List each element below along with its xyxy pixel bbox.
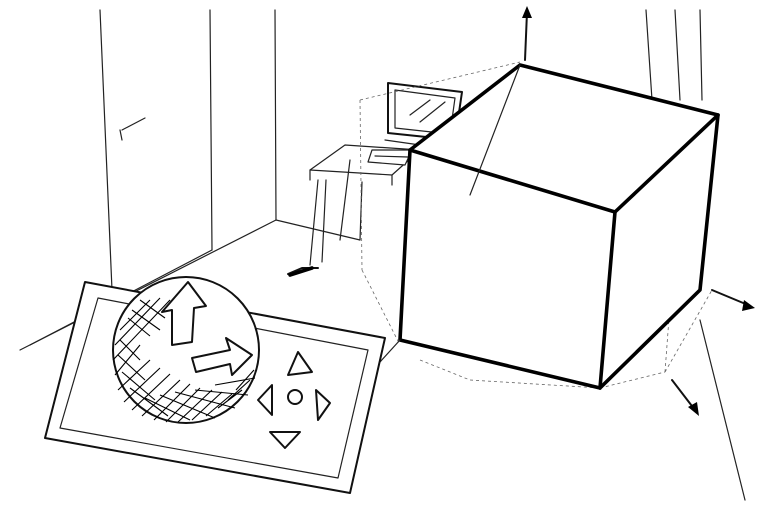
circle-button-icon[interactable]	[288, 390, 302, 404]
door	[120, 118, 145, 140]
computer-keyboard	[368, 150, 412, 165]
tracking-sphere[interactable]	[113, 277, 259, 423]
